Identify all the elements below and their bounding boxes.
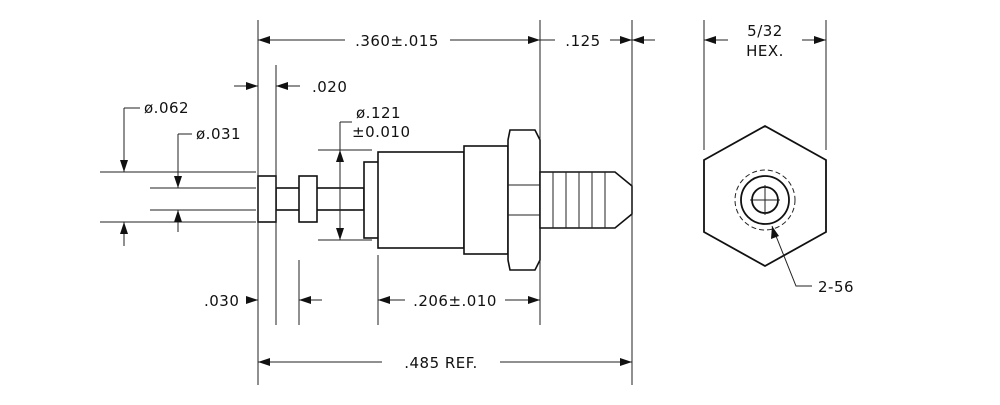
dimension-labels: .360±.015 .125 5/32 HEX. .020 ø.062 ø.03…	[144, 22, 854, 372]
dim-thread: 2-56	[818, 278, 854, 296]
dim-hex-size-2: HEX.	[746, 42, 784, 60]
knurled-section	[377, 151, 465, 249]
side-view	[257, 129, 633, 271]
dim-dia-body-2: ±0.010	[352, 123, 411, 141]
dim-hex-size-1: 5/32	[747, 22, 783, 40]
thread-lines	[552, 172, 606, 228]
pin-shaft	[275, 187, 365, 211]
dim-dia-large: ø.062	[144, 99, 189, 117]
threaded-stud	[539, 171, 633, 229]
thread-circle-outer	[734, 169, 796, 231]
dim-dia-small: ø.031	[196, 125, 241, 143]
dim-overall-ref: .485 REF.	[404, 354, 478, 372]
hex-nut	[507, 129, 541, 271]
flange	[463, 145, 509, 255]
dim-knurl-length: .206±.010	[413, 292, 497, 310]
dim-groove-width: .020	[312, 78, 347, 96]
dim-collar-width: .030	[204, 292, 239, 310]
dim-hex-length: .125	[565, 32, 600, 50]
thread-circle-mid	[740, 175, 790, 225]
hex-outline	[703, 124, 827, 268]
end-view	[703, 124, 827, 287]
thread-leader	[771, 225, 812, 287]
extension-lines	[100, 20, 827, 385]
dim-overall-top: .360±.015	[355, 32, 439, 50]
collar-right	[298, 175, 318, 223]
dimension-lines	[120, 36, 826, 366]
collar-left	[257, 175, 277, 223]
dim-dia-body-1: ø.121	[356, 104, 401, 122]
